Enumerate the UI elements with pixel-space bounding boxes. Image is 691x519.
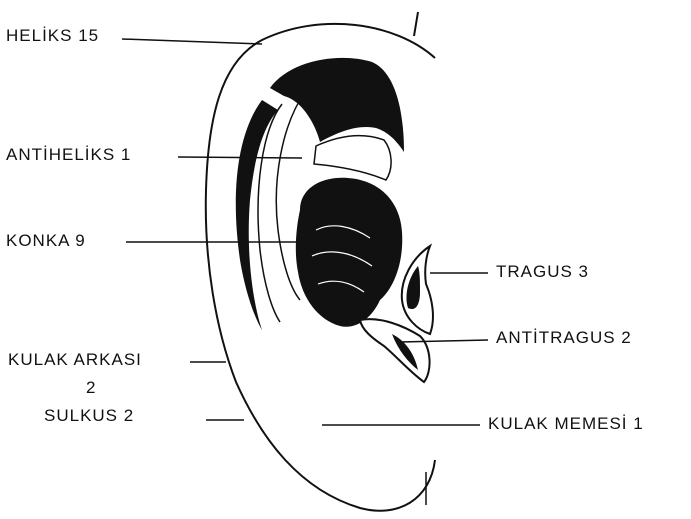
- label-konka: KONKA 9: [6, 231, 86, 251]
- top-tick: [414, 12, 418, 36]
- label-antiheliks: ANTİHELİKS 1: [6, 145, 131, 165]
- antihelix-crus: [314, 136, 391, 180]
- antiheliks-leader: [178, 157, 302, 158]
- label-kulak-arkasi-count: 2: [86, 378, 96, 398]
- concha-shadow: [296, 178, 402, 327]
- label-sulkus: SULKUS 2: [44, 406, 134, 426]
- label-tragus: TRAGUS 3: [496, 262, 589, 282]
- label-kulak-memesi: KULAK MEMESİ 1: [488, 414, 644, 434]
- helix-shadow: [236, 100, 278, 330]
- label-heliks: HELİKS 15: [6, 26, 99, 46]
- label-kulak-arkasi: KULAK ARKASI: [8, 350, 142, 370]
- label-antitragus: ANTİTRAGUS 2: [496, 328, 632, 348]
- heliks-leader: [122, 39, 262, 44]
